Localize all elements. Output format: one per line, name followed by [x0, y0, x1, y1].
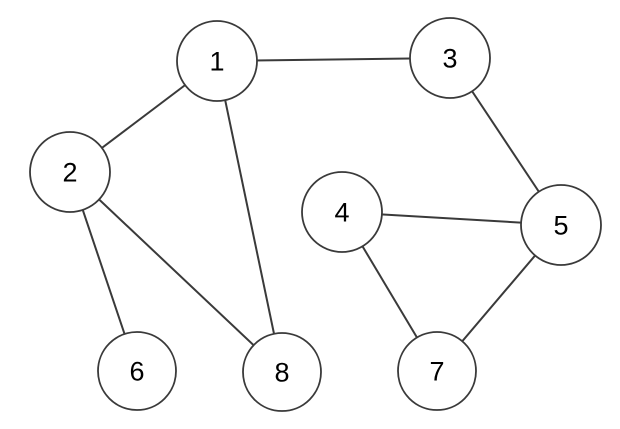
node-circle-5[interactable] — [520, 184, 602, 266]
node-2[interactable]: 2 — [29, 131, 111, 213]
node-circle-6[interactable] — [97, 331, 177, 411]
node-7[interactable]: 7 — [397, 331, 477, 411]
node-circle-1[interactable] — [176, 20, 258, 102]
nodes-layer: 1 2 3 4 5 6 7 8 — [29, 17, 602, 412]
node-circle-8[interactable] — [242, 332, 322, 412]
node-4[interactable]: 4 — [301, 171, 383, 253]
edge-2-8 — [69, 171, 283, 373]
node-1[interactable]: 1 — [176, 20, 258, 102]
node-3[interactable]: 3 — [409, 17, 491, 99]
edge-1-8 — [216, 60, 283, 373]
node-circle-2[interactable] — [29, 131, 111, 213]
node-label-1: 1 — [209, 46, 224, 76]
node-label-6: 6 — [129, 356, 144, 386]
node-label-4: 4 — [334, 197, 349, 227]
node-5[interactable]: 5 — [520, 184, 602, 266]
node-circle-3[interactable] — [409, 17, 491, 99]
node-label-3: 3 — [442, 43, 457, 73]
node-label-8: 8 — [274, 357, 289, 387]
node-8[interactable]: 8 — [242, 332, 322, 412]
node-label-7: 7 — [429, 356, 444, 386]
node-circle-4[interactable] — [301, 171, 383, 253]
node-6[interactable]: 6 — [97, 331, 177, 411]
node-circle-7[interactable] — [397, 331, 477, 411]
node-label-5: 5 — [553, 210, 568, 240]
node-label-2: 2 — [62, 157, 77, 187]
